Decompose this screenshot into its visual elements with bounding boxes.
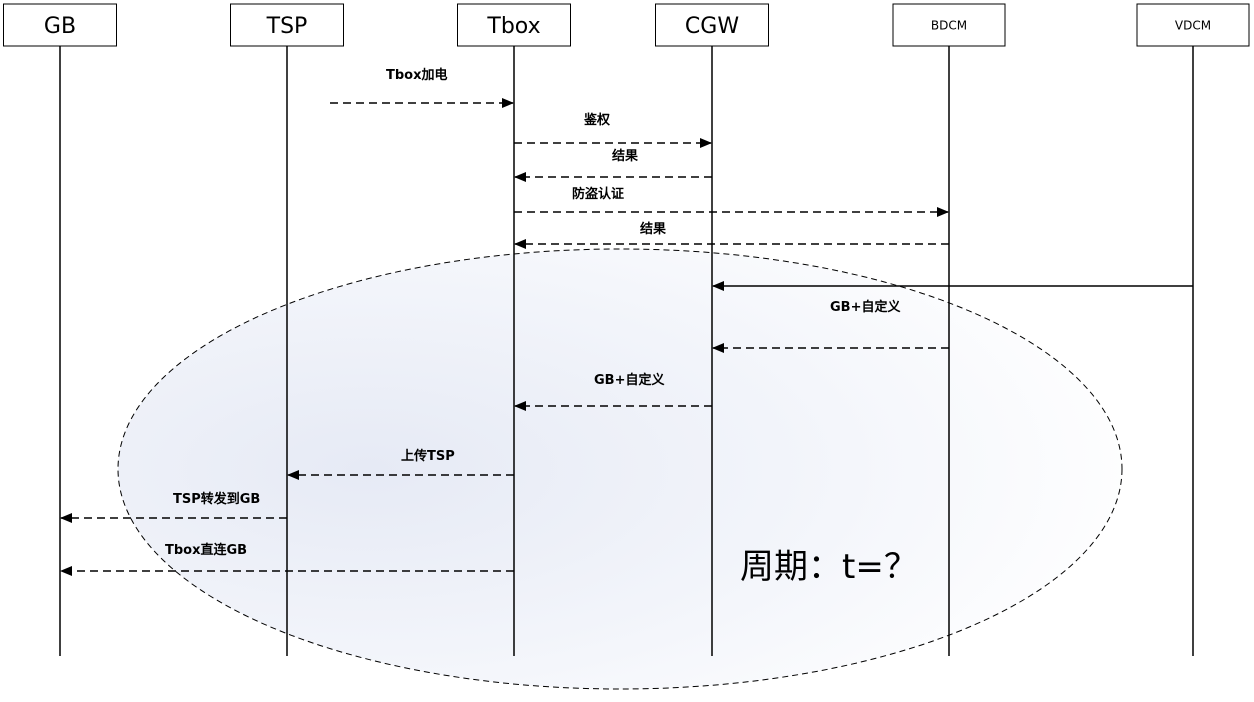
messages: Tbox加电鉴权结果防盗认证结果GB+自定义GB+自定义上传TSPTSP转发到G…: [60, 67, 1193, 576]
message-label-9: TSP转发到GB: [173, 491, 260, 507]
actor-headers: GB TSP Tbox CGW BDCM VDCM: [3, 3, 1250, 47]
message-label-4: 结果: [640, 221, 666, 237]
actor-label-cgw: CGW: [685, 14, 739, 39]
actor-label-gb: GB: [44, 14, 76, 39]
message-label-10: Tbox直连GB: [165, 542, 247, 558]
cycle-period-label: 周期：t=？: [740, 547, 918, 587]
actor-label-tsp: TSP: [266, 14, 308, 39]
message-label-3: 防盗认证: [572, 186, 624, 202]
cycle-region-ellipse: [117, 248, 1123, 690]
actor-box-tbox: [457, 3, 571, 47]
message-label-1: 鉴权: [583, 112, 611, 128]
message-label-8: 上传TSP: [401, 448, 455, 464]
lifelines: [59, 46, 1194, 656]
message-label-6: GB+自定义: [830, 299, 901, 315]
actor-box-bdcm: [892, 3, 1006, 47]
actor-label-tbox: Tbox: [486, 14, 540, 39]
actor-box-cgw: [655, 3, 769, 47]
actor-box-vdcm: [1136, 3, 1250, 47]
actor-label-bdcm: BDCM: [931, 18, 967, 32]
message-label-0: Tbox加电: [386, 67, 448, 83]
actor-box-tsp: [230, 3, 344, 47]
message-label-2: 结果: [612, 148, 638, 164]
actor-box-gb: [3, 3, 117, 47]
message-label-7: GB+自定义: [594, 372, 665, 388]
actor-label-vdcm: VDCM: [1175, 18, 1211, 32]
